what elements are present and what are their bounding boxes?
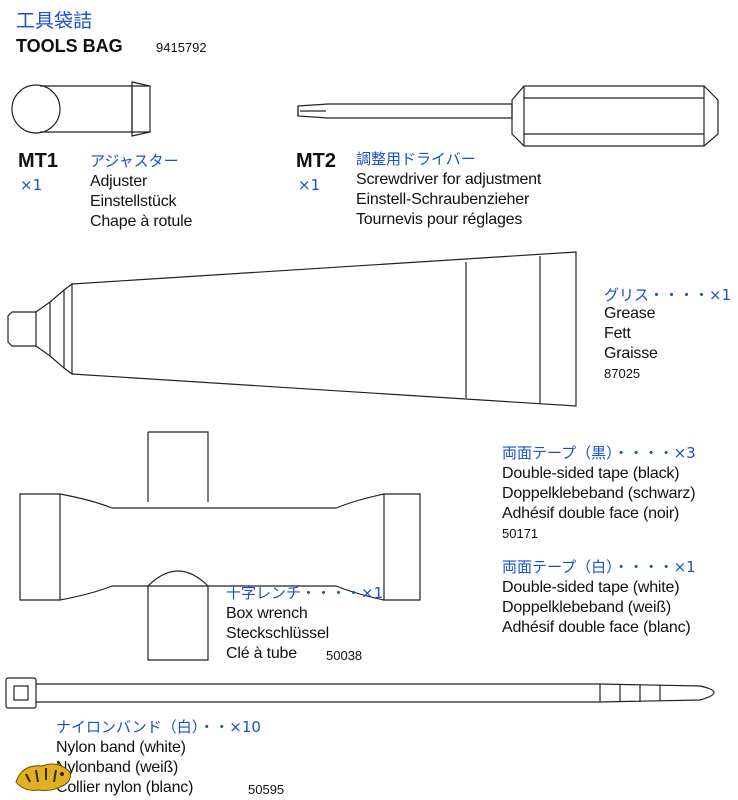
grease-japanese: グリス・・・・×1 (604, 286, 732, 304)
mt1-text-1: Adjuster (90, 173, 148, 190)
screwdriver-drawing (297, 85, 719, 147)
mt1-text-2: Einstellstück (90, 193, 177, 210)
wrench-text-2: Steckschlüssel (226, 625, 330, 642)
mt2-label: MT2 (296, 150, 336, 172)
tape-white-text-3: Adhésif double face (blanc) (502, 619, 691, 636)
mt2-text-1: Screwdriver for adjustment (356, 171, 542, 188)
nylon-japanese: ナイロンバンド（白）・・×10 (56, 718, 261, 736)
tape-black-text-2: Doppelklebeband (schwarz) (502, 485, 696, 502)
grease-text-2: Fett (604, 325, 631, 342)
tape-white-text-1: Double-sided tape (white) (502, 579, 680, 596)
mt1-text-3: Chape à rotule (90, 213, 193, 230)
wrench-japanese: 十字レンチ・・・・×1 (226, 584, 384, 602)
mt1-japanese: アジャスター (90, 152, 179, 170)
wrench-code: 50038 (326, 648, 363, 663)
tape-white-japanese: 両面テープ（白）・・・・×1 (502, 558, 696, 576)
tiger-logo-icon (15, 763, 71, 791)
wrench-text-3: Clé à tube (226, 645, 297, 662)
grease-tube-drawing (7, 251, 577, 407)
title-code: 9415792 (156, 40, 207, 55)
tape-white-text-2: Doppelklebeband (weiß) (502, 599, 672, 616)
mt1-label: MT1 (18, 150, 58, 172)
title-japanese: 工具袋詰 (16, 10, 93, 32)
grease-code: 87025 (604, 366, 641, 381)
box-wrench-drawing (19, 431, 421, 661)
grease-text-1: Grease (604, 305, 656, 322)
tape-black-text-1: Double-sided tape (black) (502, 465, 680, 482)
nylon-text-1: Nylon band (white) (56, 739, 186, 756)
nylon-code: 50595 (248, 782, 285, 797)
nylon-text-3: Collier nylon (blanc) (56, 779, 194, 796)
mt2-japanese: 調整用ドライバー (356, 150, 476, 168)
tape-black-code: 50171 (502, 526, 539, 541)
tape-black-japanese: 両面テープ（黒）・・・・×3 (502, 444, 696, 462)
title-english: TOOLS BAG (16, 36, 123, 56)
mt1-qty: ×1 (20, 176, 43, 194)
mt2-text-2: Einstell-Schraubenzieher (356, 191, 530, 208)
wrench-text-1: Box wrench (226, 605, 308, 622)
adjuster-drawing (11, 81, 151, 137)
mt2-text-3: Tournevis pour réglages (356, 211, 523, 228)
nylon-text-2: Nylonband (weiß) (56, 759, 179, 776)
nylon-band-drawing (5, 677, 715, 709)
tape-black-text-3: Adhésif double face (noir) (502, 505, 680, 522)
mt2-qty: ×1 (298, 176, 321, 194)
grease-text-3: Graisse (604, 345, 658, 362)
